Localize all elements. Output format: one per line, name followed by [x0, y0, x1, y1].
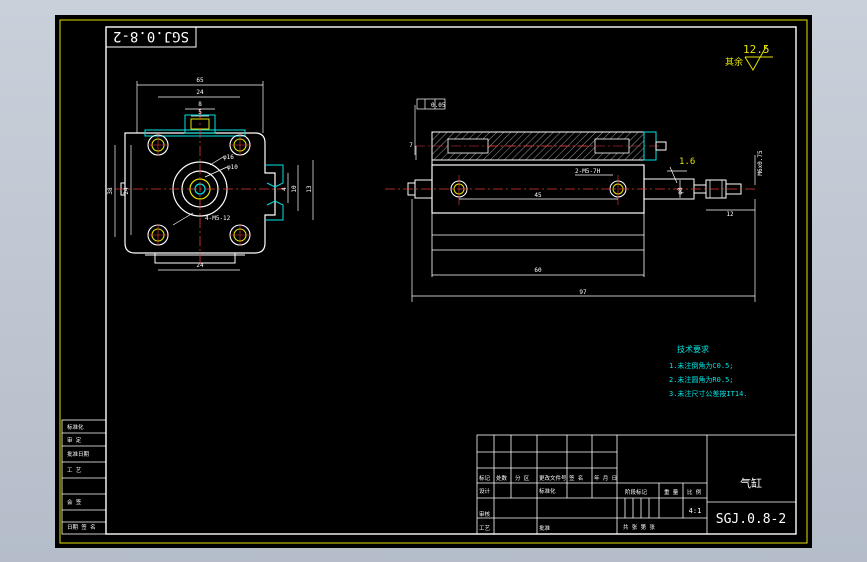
tb-sheet: 共 张 第 张	[623, 523, 655, 531]
dim-left-h: 7	[409, 142, 413, 149]
dim-port: 4-M5-12	[205, 215, 231, 222]
dim-slot-h3: 13	[306, 185, 313, 193]
dim-width-mid: 24	[196, 89, 204, 96]
dim-width-slot-inner: 5	[198, 109, 202, 116]
dim-roughness-local: 1.6	[679, 157, 695, 167]
dim-height-left-outer: 38	[107, 187, 114, 195]
dim-rod-thread: M6x0.75	[757, 150, 764, 176]
dim-slot-h2: 10	[291, 185, 298, 193]
drawing-code-mirrored: SGJ.0.8-2	[113, 28, 189, 44]
dim-width-slot: 8	[198, 101, 202, 108]
tb-scale-value: 4:1	[689, 507, 702, 515]
inner-frame	[105, 26, 797, 535]
tb-part-name: 气缸	[740, 476, 762, 490]
tb-zone: 分 区	[515, 474, 530, 482]
left-strip-1: 标准化	[67, 423, 84, 431]
dim-height-left-inner: 24	[123, 187, 130, 195]
outer-border	[59, 19, 808, 544]
left-strip-6: 日期 签 名	[67, 523, 96, 531]
code-box-top-left: SGJ.0.8-2	[105, 26, 197, 48]
tb-scale-label: 比 例	[687, 488, 702, 496]
side-view: 0.05 7 2-M5-7H 45 60 97 12 M6x0.75 φ8 1.…	[385, 98, 764, 302]
tb-count: 处数	[496, 474, 508, 482]
drawing-sheet: SGJ.0.8-2 其余 12.5	[59, 19, 808, 544]
dim-bore-dia1: φ16	[223, 154, 234, 161]
left-strip-4: 工 艺	[67, 467, 82, 474]
roughness-value: 12.5	[743, 43, 770, 56]
left-strip-3: 批准日期	[67, 450, 90, 458]
dim-top-small: 0.05	[431, 102, 446, 109]
dim-total-len: 97	[579, 289, 587, 296]
tech-requirements: 技术要求 1.未注倒角为C0.5; 2.未注圆角为R0.5; 3.未注尺寸公差按…	[669, 344, 748, 398]
tb-approve: 批准	[539, 524, 551, 532]
left-strip-5: 会 签	[67, 498, 82, 506]
tb-process: 工艺	[479, 525, 491, 532]
tb-design: 设计	[479, 487, 491, 495]
dim-rod-dia: φ8	[677, 187, 684, 195]
roughness-label: 其余	[725, 56, 743, 68]
tb-mark: 标记	[479, 474, 491, 482]
dim-hole-spacing: 45	[534, 192, 542, 199]
dim-bore-dia2: φ10	[227, 164, 238, 171]
tb-weight: 重 量	[664, 488, 679, 496]
dim-slot-h1: 4	[281, 187, 288, 191]
left-strip	[61, 419, 107, 535]
roughness-symbol: 其余 12.5	[725, 43, 773, 71]
tech-item-2: 2.未注圆角为R0.5;	[669, 375, 734, 384]
title-block	[476, 434, 797, 535]
dim-body-len: 60	[534, 267, 542, 274]
tb-standard: 标准化	[539, 487, 556, 495]
dim-rod-len: 12	[726, 211, 734, 218]
tech-item-3: 3.未注尺寸公差按IT14.	[669, 389, 748, 398]
front-view: 65 24 8 5 φ16 φ10 4-M5-12 38 24 4 10 13 …	[107, 77, 314, 271]
left-strip-2: 审 定	[67, 436, 82, 444]
tech-heading: 技术要求	[677, 344, 709, 354]
dim-width-total: 65	[196, 77, 204, 84]
tb-date: 年 月 日	[594, 474, 617, 482]
tb-review: 审核	[479, 510, 491, 518]
dim-thread: 2-M5-7H	[575, 168, 601, 175]
tb-drawing-code: SGJ.0.8-2	[716, 512, 786, 527]
dim-width-bottom: 24	[196, 262, 204, 269]
cad-viewport[interactable]: SGJ.0.8-2 其余 12.5	[55, 15, 812, 548]
tech-item-1: 1.未注倒角为C0.5;	[669, 361, 734, 370]
tb-stage: 阶段标记	[625, 488, 648, 496]
tb-sign: 签 名	[569, 474, 583, 482]
tb-change-doc: 更改文件号	[539, 474, 567, 482]
